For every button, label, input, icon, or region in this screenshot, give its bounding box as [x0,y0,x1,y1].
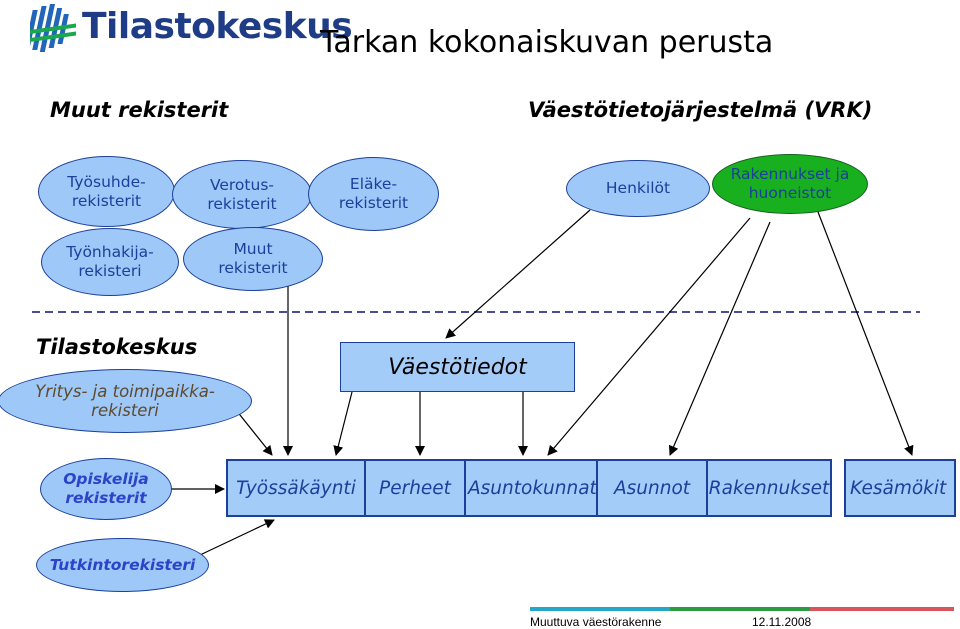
register-tutkinto: Tutkintorekisteri [36,538,209,592]
register-yritys-toimipaikka: Yritys- ja toimipaikka-rekisteri [0,369,252,433]
page-title: Tarkan kokonaiskuvan perusta [320,25,774,60]
output-asunnot: Asunnot [596,459,708,517]
register-elake: Eläke-rekisterit [308,157,439,231]
arrow-rakennukset-asunnot [668,221,771,456]
footer-subject: Muuttuva väestörakenne [530,615,662,629]
register-tyonhakija: Työnhakija-rekisteri [41,228,179,296]
section-title-vrk: Väestötietojärjestelmä (VRK) [528,98,873,122]
output-asuntokunnat: Asuntokunnat [464,459,598,517]
register-verotus: Verotus-rekisterit [172,160,312,229]
output-kesamokit: Kesämökit [844,459,956,517]
arrow-henkilot-vaestotiedot [445,209,591,339]
output-rakennukset: Rakennukset [706,459,832,517]
output-perheet: Perheet [364,459,466,517]
tilastokeskus-logo-icon [30,4,76,52]
vaestotiedot-box: Väestötiedot [340,342,575,392]
footer-bar [530,607,954,611]
output-tyossakaynti: Työssäkäynti [226,459,366,517]
arrow-rakennukset-kesamokit [817,211,914,456]
register-tyosuhde: Työsuhde-rekisterit [38,156,175,227]
arrow-tutkinto-tyossakaynti [199,519,275,556]
section-title-tilastokeskus: Tilastokeskus [36,335,198,359]
footer-date: 12.11.2008 [752,615,812,629]
arrow-rakennukset-vaestotiedot [547,217,751,456]
register-henkilot: Henkilöt [566,160,710,217]
arrow-yritys-tyossakaynti [235,409,273,456]
section-title-other-registers: Muut rekisterit [50,98,229,122]
arrow-vaestotiedot-tyossakaynti [333,391,353,456]
logo-text: Tilastokeskus [82,6,353,47]
